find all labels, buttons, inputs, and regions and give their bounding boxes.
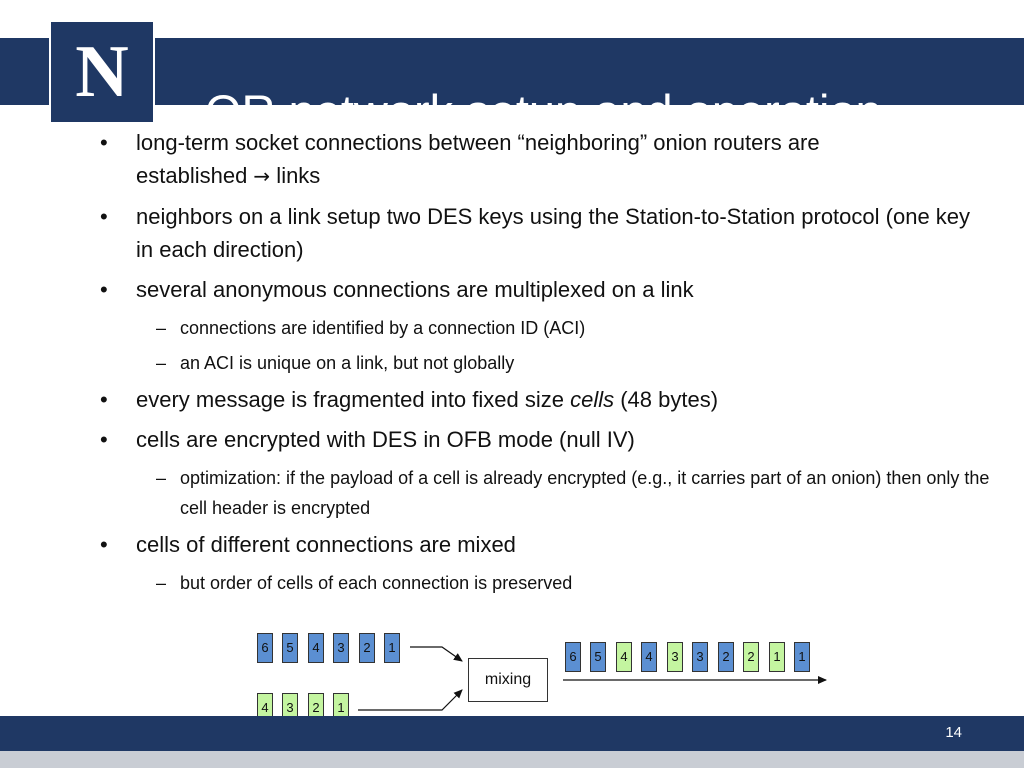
bullet-text: (48 bytes) <box>614 387 719 412</box>
bullet-text: cells are encrypted with DES in OFB mode… <box>136 427 635 452</box>
bullet-item: • long-term socket connections between “… <box>100 126 990 193</box>
bullet-text: cells of different connections are mixed <box>136 532 516 557</box>
input-cell-blue: 1 <box>384 633 400 663</box>
sub-bullet-text: optimization: if the payload of a cell i… <box>180 468 990 518</box>
arrow-top-input <box>410 646 463 662</box>
input-cell-green: 2 <box>308 693 324 723</box>
output-cell: 2 <box>718 642 734 672</box>
sub-bullet-text: an ACI is unique on a link, but not glob… <box>180 353 515 373</box>
output-cell: 1 <box>769 642 785 672</box>
output-cell: 3 <box>692 642 708 672</box>
sub-bullet-item: – an ACI is unique on a link, but not gl… <box>100 348 990 378</box>
bullet-text: neighbors on a link setup two DES keys u… <box>136 204 971 262</box>
sub-bullet-item: – but order of cells of each connection … <box>100 568 990 598</box>
output-cell: 5 <box>590 642 606 672</box>
page-number: 14 <box>945 724 962 741</box>
input-cell-blue: 5 <box>282 633 298 663</box>
output-cell: 2 <box>743 642 759 672</box>
input-cell-blue: 3 <box>333 633 349 663</box>
bullet-mark: • <box>100 387 108 412</box>
output-cell: 4 <box>616 642 632 672</box>
bullet-text: several anonymous connections are multip… <box>136 277 694 302</box>
bullet-mark: • <box>100 532 108 557</box>
arrow-right-icon: → <box>253 164 271 188</box>
sub-bullet-dash: – <box>156 468 167 488</box>
bullet-item: • cells of different connections are mix… <box>100 528 990 561</box>
footer-strip <box>0 751 1024 768</box>
slide-title: OR network setup and operation <box>205 85 882 138</box>
bullet-mark: • <box>100 130 108 155</box>
bullet-text: long-term socket connections between “ne… <box>136 130 820 155</box>
sub-bullet-text: but order of cells of each connection is… <box>180 573 573 593</box>
slide-content: • long-term socket connections between “… <box>100 126 990 603</box>
sub-bullet-item: – connections are identified by a connec… <box>100 313 990 343</box>
input-cell-blue: 6 <box>257 633 273 663</box>
sub-bullet-dash: – <box>156 318 167 338</box>
output-cell: 6 <box>565 642 581 672</box>
logo-letter: N <box>75 31 129 113</box>
bullet-mark: • <box>100 277 108 302</box>
bullet-item: • every message is fragmented into fixed… <box>100 383 990 416</box>
bullet-text: every message is fragmented into fixed s… <box>136 387 571 412</box>
input-cell-green: 3 <box>282 693 298 723</box>
input-cell-blue: 2 <box>359 633 375 663</box>
bullet-text: established <box>136 163 254 188</box>
bullet-item: • cells are encrypted with DES in OFB mo… <box>100 423 990 456</box>
footer-bar: 14 <box>0 716 1024 751</box>
output-cell: 1 <box>794 642 810 672</box>
sub-bullet-text: connections are identified by a connecti… <box>180 318 586 338</box>
sub-bullet-dash: – <box>156 573 167 593</box>
bullet-mark: • <box>100 427 108 452</box>
title-bar: OR network setup and operation <box>0 38 1024 138</box>
bullet-mark: • <box>100 204 108 229</box>
sub-bullet-dash: – <box>156 353 167 373</box>
bullet-item: • several anonymous connections are mult… <box>100 273 990 306</box>
sub-bullet-item: – optimization: if the payload of a cell… <box>100 463 990 523</box>
arrow-bottom-input <box>358 689 463 711</box>
bullet-text-italic: cells <box>570 387 615 412</box>
output-cell: 3 <box>667 642 683 672</box>
bullet-text: links <box>270 163 321 188</box>
input-cell-green: 1 <box>333 693 349 723</box>
input-cell-blue: 4 <box>308 633 324 663</box>
output-cell: 4 <box>641 642 657 672</box>
bullet-item: • neighbors on a link setup two DES keys… <box>100 200 990 266</box>
mixing-box: mixing <box>468 658 548 702</box>
university-logo: N <box>49 20 155 124</box>
